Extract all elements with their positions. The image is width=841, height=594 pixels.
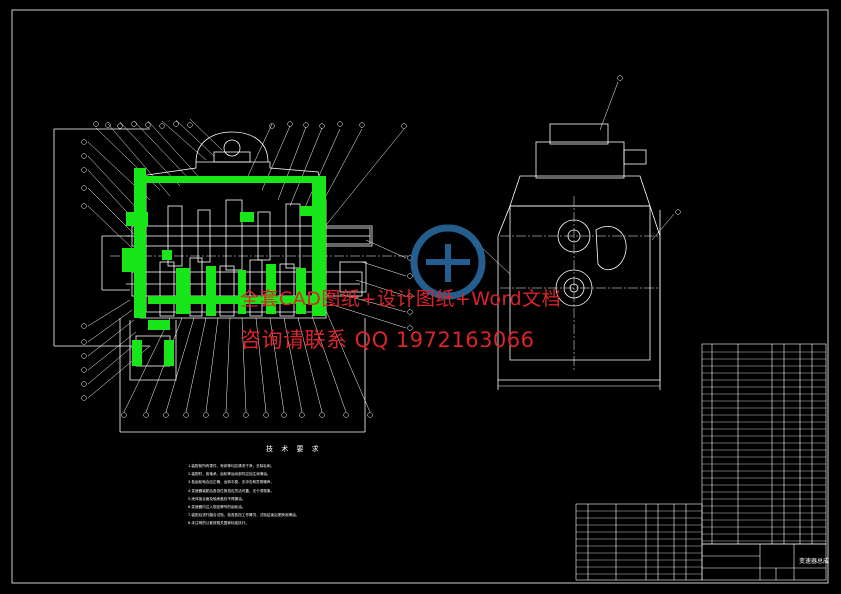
part-balloon bbox=[121, 412, 127, 418]
part-balloon bbox=[407, 325, 413, 331]
part-balloons bbox=[81, 75, 681, 418]
sheet-border bbox=[11, 9, 829, 584]
part-balloon bbox=[105, 122, 111, 128]
part-leaders-bottom bbox=[123, 305, 371, 413]
part-balloon bbox=[269, 123, 275, 129]
part-balloon bbox=[183, 412, 189, 418]
part-balloon bbox=[203, 412, 209, 418]
watermark-line-2: 咨询请联系 QQ 1972163066 bbox=[240, 328, 535, 352]
part-balloon bbox=[81, 323, 87, 329]
part-balloon bbox=[303, 122, 309, 128]
part-balloon bbox=[367, 412, 373, 418]
requirement-item: 6.变速器内注入规定牌号的齿轮油。 bbox=[188, 505, 246, 510]
part-balloon bbox=[617, 75, 623, 81]
part-balloon bbox=[81, 185, 87, 191]
requirement-item: 2.装配时，各轴承、齿轮等运动部件应加注润滑油。 bbox=[188, 472, 271, 477]
part-balloon bbox=[81, 167, 87, 173]
requirement-item: 7.装配后进行磨合试验，检查各挡工作情况，试验结束后更换润滑油。 bbox=[188, 513, 300, 518]
part-balloon bbox=[81, 353, 87, 359]
part-balloon bbox=[81, 139, 87, 145]
part-balloon bbox=[187, 122, 193, 128]
part-balloon bbox=[131, 121, 137, 127]
technical-requirements-list: 1.装配前所有零件、壳体等均应清洗干净，去除毛刺。 2.装配时，各轴承、齿轮等运… bbox=[188, 462, 418, 528]
parts-list-lower bbox=[575, 503, 703, 581]
part-balloon bbox=[159, 123, 165, 129]
section-highlight bbox=[122, 168, 326, 366]
requirement-item: 5.壳体接合面及轴承盖处不得漏油。 bbox=[188, 496, 246, 501]
part-balloon bbox=[337, 121, 343, 127]
part-balloon bbox=[675, 209, 681, 215]
part-balloon bbox=[407, 273, 413, 279]
part-balloon bbox=[401, 123, 407, 129]
part-balloon bbox=[223, 412, 229, 418]
part-balloon bbox=[145, 122, 151, 128]
requirement-item: 8.未注明的公差按相关国家标准执行。 bbox=[188, 521, 249, 526]
watermark-logo bbox=[410, 224, 486, 300]
part-balloon bbox=[299, 412, 305, 418]
main-section-view bbox=[53, 128, 410, 433]
part-balloon bbox=[281, 412, 287, 418]
part-balloon bbox=[143, 412, 149, 418]
part-balloon bbox=[81, 339, 87, 345]
part-balloon bbox=[81, 203, 87, 209]
part-balloon bbox=[81, 153, 87, 159]
part-balloon bbox=[407, 293, 413, 299]
title-block bbox=[701, 543, 827, 581]
part-balloon bbox=[243, 412, 249, 418]
part-balloon bbox=[93, 121, 99, 127]
part-balloon bbox=[81, 367, 87, 373]
part-leaders-left bbox=[87, 141, 151, 399]
end-view bbox=[479, 81, 675, 390]
technical-requirements-title: 技 术 要 求 bbox=[266, 445, 322, 453]
table-row-lines bbox=[576, 351, 826, 575]
part-balloon bbox=[319, 123, 325, 129]
requirement-item: 4.变速器装配后各挡位换挡应灵活可靠，无卡滞现象。 bbox=[188, 488, 275, 493]
part-balloon bbox=[81, 395, 87, 401]
parts-list-upper bbox=[701, 343, 827, 545]
watermark-line-1: 全套CAD图纸+设计图纸+Word文档 bbox=[240, 288, 562, 310]
part-balloon bbox=[81, 381, 87, 387]
requirement-item: 3.各齿轮啮合应正确，运转平稳，无冲击和异常噪声。 bbox=[188, 480, 275, 485]
requirement-item: 1.装配前所有零件、壳体等均应清洗干净，去除毛刺。 bbox=[188, 464, 275, 468]
part-leaders-right bbox=[329, 239, 407, 329]
part-balloon bbox=[319, 412, 325, 418]
part-balloon bbox=[163, 412, 169, 418]
part-balloon bbox=[287, 121, 293, 127]
part-balloon bbox=[117, 123, 123, 129]
part-balloon bbox=[359, 122, 365, 128]
part-balloon bbox=[407, 309, 413, 315]
part-balloon bbox=[343, 412, 349, 418]
part-balloon bbox=[173, 121, 179, 127]
part-balloon bbox=[263, 412, 269, 418]
drawing-title: 变速器总成 bbox=[798, 558, 829, 565]
